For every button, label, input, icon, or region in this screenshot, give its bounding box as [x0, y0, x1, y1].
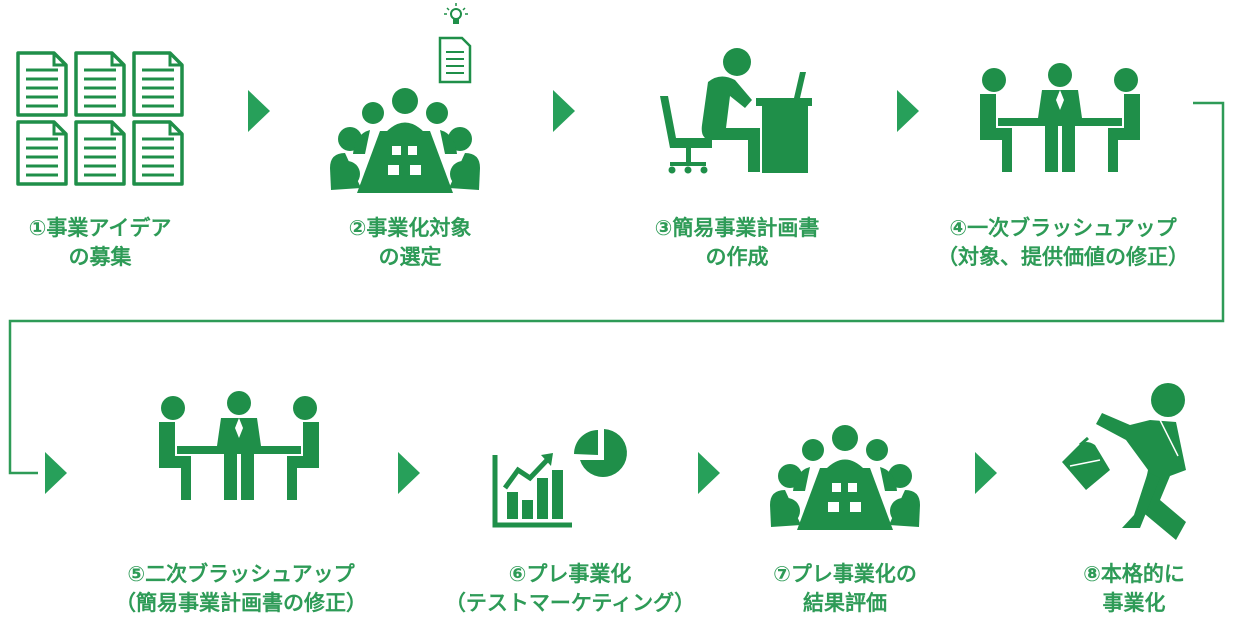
- connector-line: [8, 101, 1225, 475]
- meeting-table-icon: [330, 88, 480, 193]
- step-label-3: ③簡易事業計画書 の作成: [587, 214, 887, 272]
- step-title: ⑧本格的に: [1083, 562, 1185, 586]
- step-subtitle: （簡易事業計画書の修正）: [115, 591, 367, 615]
- step-title: ⑤二次ブラッシュアップ: [127, 562, 355, 586]
- flow-arrow-7: [975, 452, 997, 494]
- step-title: ⑦プレ事業化の: [773, 562, 917, 586]
- step-subtitle: の選定: [378, 245, 442, 269]
- step-subtitle: 事業化: [1102, 591, 1166, 615]
- flow-arrow-5: [398, 452, 420, 494]
- step-label-1: ①事業アイデア の募集: [0, 214, 250, 272]
- flow-arrow-2: [553, 90, 575, 132]
- step-subtitle: の募集: [68, 245, 132, 269]
- documents-icon: [16, 51, 184, 186]
- running-businessman-icon: [1062, 383, 1186, 540]
- step-label-2: ②事業化対象 の選定: [260, 214, 560, 272]
- step-label-5: ⑤二次ブラッシュアップ （簡易事業計画書の修正）: [91, 560, 391, 618]
- step-title: ④一次ブラッシュアップ: [949, 216, 1177, 240]
- flow-arrow-4: [45, 452, 67, 494]
- step-label-4: ④一次ブラッシュアップ （対象、提供価値の修正）: [913, 214, 1213, 272]
- step-title: ⑥プレ事業化: [508, 562, 632, 586]
- step-label-8: ⑧本格的に 事業化: [984, 560, 1235, 618]
- chart-growth-icon: [492, 429, 627, 528]
- meeting-table-icon: [770, 425, 920, 530]
- step-title: ①事業アイデア: [28, 216, 172, 240]
- negotiation-table-icon: [159, 391, 319, 500]
- negotiation-table-icon: [980, 63, 1140, 172]
- step-subtitle: の作成: [705, 245, 769, 269]
- step-subtitle: 結果評価: [803, 591, 887, 615]
- step-subtitle: （テストマーケティング）: [444, 591, 696, 615]
- step-title: ③簡易事業計画書: [654, 216, 820, 240]
- flow-arrow-6: [698, 452, 720, 494]
- step-label-7: ⑦プレ事業化の 結果評価: [695, 560, 995, 618]
- step-subtitle: （対象、提供価値の修正）: [937, 245, 1189, 269]
- flow-arrow-3: [897, 90, 919, 132]
- step-title: ②事業化対象: [348, 216, 472, 240]
- idea-document-icon: [438, 3, 472, 84]
- flow-arrow-1: [248, 90, 270, 132]
- desk-worker-icon: [660, 48, 812, 174]
- step-label-6: ⑥プレ事業化 （テストマーケティング）: [420, 560, 720, 618]
